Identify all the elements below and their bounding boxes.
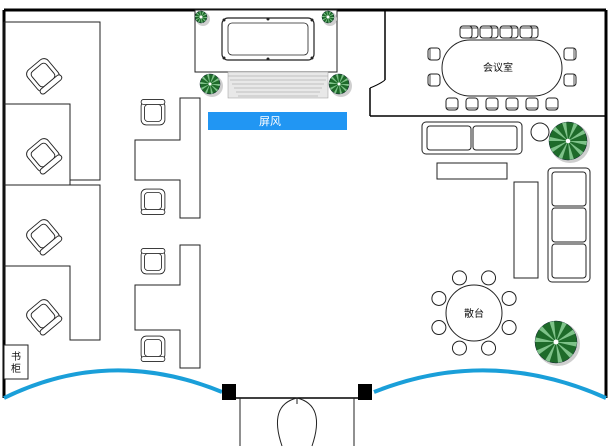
pool-table-icon [221, 17, 315, 61]
meeting-room-label: 会议室 [483, 61, 513, 74]
chair-icon [481, 340, 497, 356]
front-windows [3, 368, 607, 400]
round-table-chairs [431, 270, 517, 356]
chair-icon [140, 335, 166, 363]
chair-icon [26, 219, 63, 256]
chair-icon [563, 47, 577, 61]
chair-icon [545, 97, 559, 111]
cabinet-label-2: 柜 [11, 362, 21, 375]
chair-icon [26, 58, 63, 95]
chair-icon [140, 188, 166, 216]
potted-plant-icon [321, 10, 337, 26]
chair-icon [485, 97, 499, 111]
double-door-icon [239, 397, 355, 447]
potted-plant-icon [548, 121, 590, 163]
pillar-left [222, 384, 236, 400]
chair-icon [563, 73, 577, 87]
pillar-right [358, 384, 372, 400]
entrance [222, 384, 372, 447]
coffee-table-right [513, 181, 539, 279]
chair-icon [427, 73, 441, 87]
stairs [227, 71, 329, 99]
chair-icon [451, 270, 467, 286]
conference-chairs [427, 25, 577, 111]
screen-partition: 屏风 [208, 112, 347, 130]
bookcase: 书 柜 [3, 344, 29, 380]
middle-workstations [134, 97, 201, 369]
round-table: 散台 [445, 284, 503, 342]
chair-icon [451, 340, 467, 356]
middle-chairs [140, 98, 166, 363]
window-left [3, 368, 223, 400]
chair-icon [459, 25, 473, 39]
chair-icon [140, 98, 166, 126]
screen-label: 屏风 [259, 115, 281, 128]
coffee-table-top [436, 162, 508, 180]
screen-bar [208, 112, 347, 130]
chair-icon [479, 25, 493, 39]
potted-plant-icon [194, 10, 210, 26]
potted-plant-icon [534, 320, 580, 366]
plants [194, 10, 590, 366]
chair-icon [501, 290, 517, 306]
chair-icon [431, 320, 447, 336]
chair-icon [140, 247, 166, 275]
chair-icon [519, 25, 533, 39]
window-right [373, 368, 607, 400]
left-chairs [26, 58, 63, 336]
chair-icon [481, 270, 497, 286]
chair-icon [431, 290, 447, 306]
side-table [530, 122, 550, 142]
chair-icon [465, 97, 479, 111]
chair-icon [26, 299, 63, 336]
left-workstations [3, 21, 101, 341]
chair-icon [26, 138, 63, 175]
sofa-right [547, 167, 591, 283]
chair-icon [505, 97, 519, 111]
chair-icon [499, 25, 513, 39]
pool-table-area [194, 9, 338, 99]
round-table-label: 散台 [464, 307, 484, 320]
potted-plant-icon [328, 73, 352, 97]
conference-table: 会议室 [441, 39, 563, 97]
chair-icon [525, 97, 539, 111]
chair-icon [501, 320, 517, 336]
cabinet-label-1: 书 [11, 351, 21, 363]
sofa-top [421, 121, 523, 155]
chair-icon [445, 97, 459, 111]
meeting-room-walls [369, 10, 606, 117]
potted-plant-icon [199, 73, 223, 97]
chair-icon [427, 47, 441, 61]
